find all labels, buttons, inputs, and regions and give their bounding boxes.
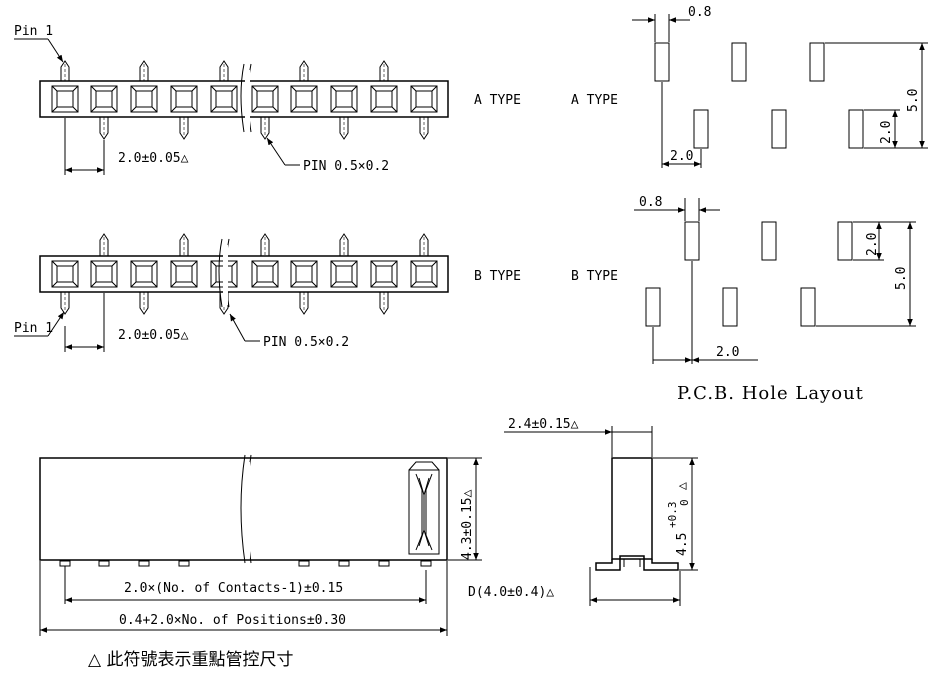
contact-cell xyxy=(130,85,158,113)
contact-cell xyxy=(330,260,358,288)
pitch-label: 2.0±0.05△ xyxy=(118,328,189,343)
note: △ 此符號表示重點管控尺寸 xyxy=(88,650,293,670)
pin xyxy=(419,233,429,256)
side-pin xyxy=(378,560,390,567)
pin-label: PIN 0.5×0.2 xyxy=(303,159,389,174)
height-label: 4.3±0.15△ xyxy=(460,489,475,560)
height-label: 4.5 xyxy=(675,533,690,556)
pin xyxy=(99,233,109,256)
side-pin xyxy=(178,560,190,567)
pin xyxy=(139,60,149,81)
contact-cell xyxy=(251,85,279,113)
height-label: 5.0 xyxy=(906,89,921,112)
width-label: 2.4±0.15△ xyxy=(508,417,579,432)
pin xyxy=(60,292,70,315)
tol-upper: +0.3 xyxy=(666,502,679,529)
contact-cell xyxy=(90,260,118,288)
tol-lower: 0 xyxy=(678,499,691,506)
side-pin xyxy=(298,560,310,567)
pin xyxy=(179,117,189,140)
width-label: 0.8 xyxy=(688,5,711,20)
pin xyxy=(339,117,349,140)
pin1-label: Pin 1 xyxy=(14,24,53,39)
contact-cell xyxy=(51,260,79,288)
pitch-label: 2.0 xyxy=(716,345,739,360)
pin xyxy=(139,292,149,315)
pin xyxy=(379,60,389,81)
contact-cell xyxy=(51,85,79,113)
pcb-layout-a: A TYPE 0.8 5.0 2.0 2.0 xyxy=(571,5,928,168)
width-label: 0.8 xyxy=(639,195,662,210)
contact-cell xyxy=(251,260,279,288)
top-view-a: Pin 1 2.0±0.05△ PIN 0.5×0.2 A TYPE xyxy=(14,24,521,175)
pcb-layout-b: B TYPE 0.8 5.0 2.0 2.0 xyxy=(571,195,916,364)
pin xyxy=(260,233,270,256)
side-pin xyxy=(420,560,432,567)
side-view: 4.3±0.15△ 2.0×(No. of Contacts-1)±0.15 0… xyxy=(39,454,482,636)
top-view-b: Pin 1 2.0±0.05△ PIN 0.5×0.2 B TYPE xyxy=(14,233,521,352)
contact-cell xyxy=(370,260,398,288)
end-view: 2.4±0.15△ 4.5 +0.3 0 △ D(4.0±0.4)△ xyxy=(468,417,698,606)
contacts-label: 2.0×(No. of Contacts-1)±0.15 xyxy=(124,581,343,596)
contact-cell xyxy=(410,85,438,113)
contact-cell xyxy=(370,85,398,113)
pin xyxy=(419,117,429,140)
contact-cell xyxy=(170,260,198,288)
contact-cell xyxy=(290,260,318,288)
pin xyxy=(219,60,229,81)
pin xyxy=(339,233,349,256)
contact-cell xyxy=(90,85,118,113)
pin xyxy=(179,233,189,256)
pin xyxy=(299,60,309,81)
pin xyxy=(60,60,70,81)
pin1-label: Pin 1 xyxy=(14,321,53,336)
side-pin xyxy=(138,560,150,567)
contact-cell xyxy=(210,85,238,113)
side-pin xyxy=(338,560,350,567)
side-pin xyxy=(98,560,110,567)
contact-cell xyxy=(410,260,438,288)
side-pin xyxy=(59,560,71,567)
pitch-label: 2.0±0.05△ xyxy=(118,151,189,166)
pcb-title: P.C.B. Hole Layout xyxy=(677,383,864,404)
pin xyxy=(99,117,109,140)
contact-cell xyxy=(290,85,318,113)
pitch-label: 2.0 xyxy=(670,149,693,164)
pin xyxy=(260,117,270,140)
pin xyxy=(379,292,389,315)
contact-cell xyxy=(130,260,158,288)
positions-label: 0.4+2.0×No. of Positions±0.30 xyxy=(119,613,346,628)
pin xyxy=(299,292,309,315)
type-label: A TYPE xyxy=(474,93,521,108)
type-label: B TYPE xyxy=(474,269,521,284)
key-dim-symbol: △ xyxy=(675,482,690,490)
height-label: 5.0 xyxy=(894,267,909,290)
contact-cell xyxy=(170,85,198,113)
type-label: A TYPE xyxy=(571,93,618,108)
pin-label: PIN 0.5×0.2 xyxy=(263,335,349,350)
contact-cell xyxy=(330,85,358,113)
type-label: B TYPE xyxy=(571,269,618,284)
depth-label: D(4.0±0.4)△ xyxy=(468,585,554,600)
row-gap-label: 2.0 xyxy=(879,121,894,144)
row-gap-label: 2.0 xyxy=(865,233,880,256)
